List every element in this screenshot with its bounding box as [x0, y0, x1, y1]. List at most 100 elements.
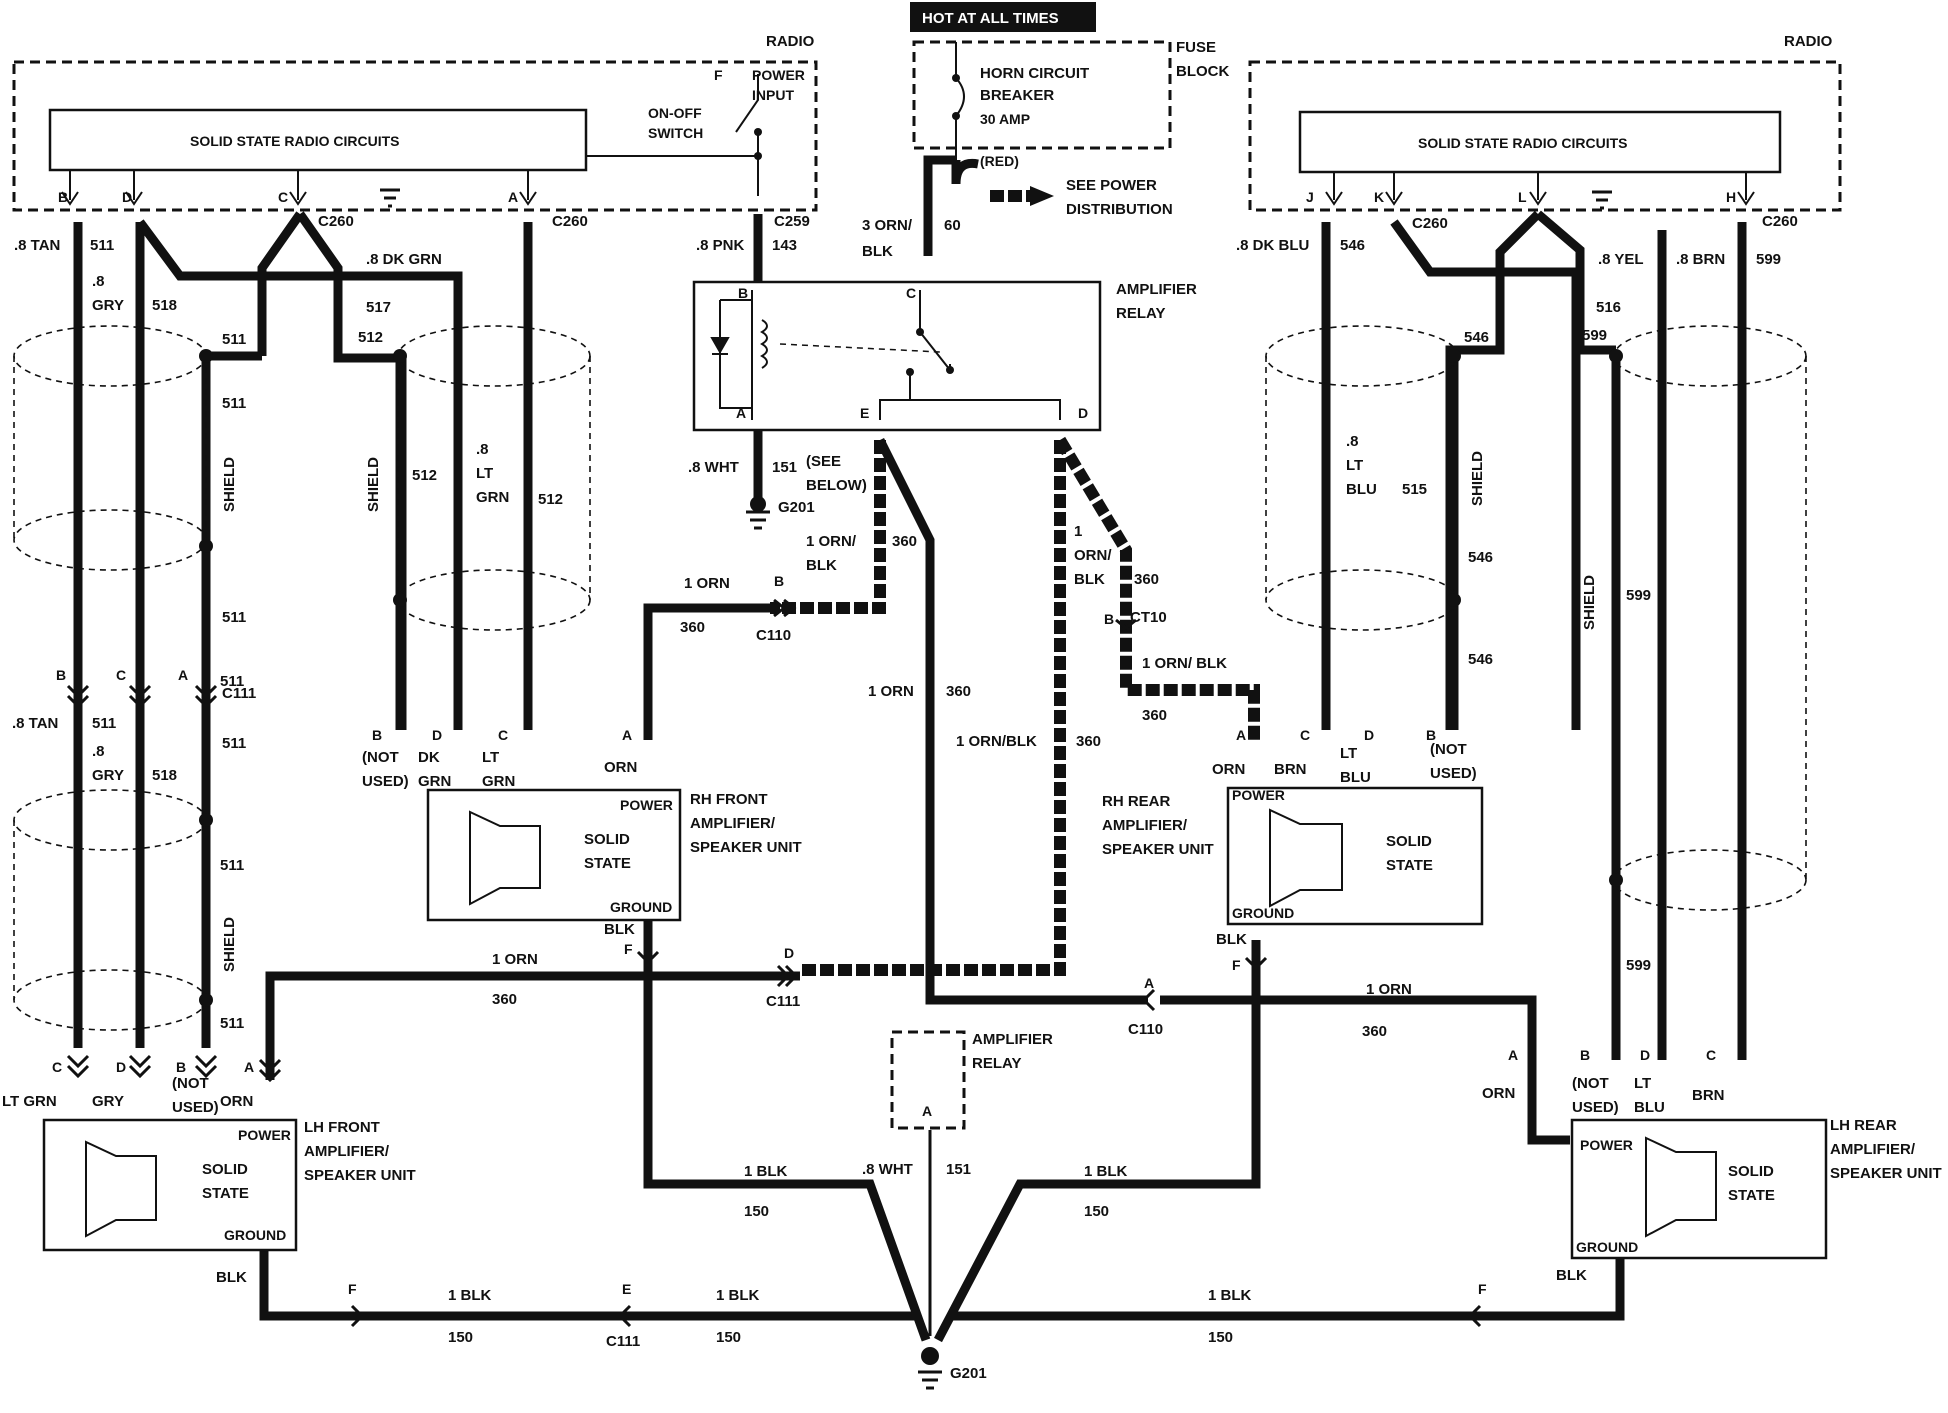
- label-orn1d: 1 ORN: [1366, 981, 1412, 998]
- label-599b: 599: [1582, 327, 1607, 344]
- g201-top-junction: [750, 496, 766, 512]
- pin-arrow-a: [519, 170, 537, 206]
- rh-front-name-2: AMPLIFIER/: [690, 815, 776, 832]
- right-radio-ground-icon: [1592, 190, 1612, 210]
- left-radio-circuits-label: SOLID STATE RADIO CIRCUITS: [190, 133, 399, 149]
- relay-contact-dot: [916, 328, 924, 336]
- label-orn1blk-r2: ORN/: [1074, 547, 1112, 564]
- label-360a: 360: [892, 533, 917, 550]
- connector-chevron: [128, 684, 152, 709]
- pin-d-lhf: D: [116, 1059, 126, 1075]
- amplifier-relay: AMPLIFIER RELAY B C A E D: [692, 280, 1197, 432]
- shield-cylinders: [13, 325, 1807, 1031]
- shield-mid-bottom: [397, 569, 591, 631]
- pin-f-rhf: F: [624, 941, 633, 957]
- amplifier-relay-box: [692, 280, 1102, 432]
- label-see-below-1: (SEE: [806, 453, 841, 470]
- conn-c111-c: C111: [606, 1333, 640, 1350]
- hot-at-all-times-banner: [910, 2, 1096, 32]
- label-orn1a: 1 ORN: [684, 575, 730, 592]
- label-546: 546: [1340, 237, 1365, 254]
- conn-c111-a: C111: [222, 685, 256, 702]
- label-ltblu-lhr-1: LT: [1634, 1075, 1651, 1092]
- left-radio-outline: [12, 60, 818, 212]
- label-ltgrn1: LT GRN: [2, 1093, 57, 1110]
- label-ltgrn-2: GRN: [482, 773, 515, 790]
- pin-a-c111: A: [178, 667, 188, 683]
- wire-150-rh-front-ground: [643, 920, 931, 1342]
- right-connector-c260a: C260: [1412, 215, 1448, 232]
- right-radio-pin-j: J: [1306, 189, 1314, 205]
- shield-right1-top: [1265, 325, 1459, 387]
- label-g201-top: G201: [778, 499, 815, 516]
- lh-front-ground: GROUND: [224, 1227, 286, 1243]
- wires: [73, 155, 1747, 1343]
- pin-arrow-h: [1737, 172, 1755, 206]
- label-gry8b-2: GRY: [92, 767, 124, 784]
- left-radio-pin-a: A: [508, 189, 518, 205]
- label-511: 511: [90, 237, 114, 254]
- label-150a: 150: [744, 1203, 769, 1220]
- label-blk1d: 1 BLK: [716, 1287, 760, 1304]
- connector-chevron: [1244, 956, 1268, 971]
- lh-rear-speaker: POWER GROUND SOLID STATE LH REAR AMPLIFI…: [1570, 1117, 1942, 1260]
- switch-contact: [754, 128, 762, 136]
- rh-front-state-2: STATE: [584, 855, 631, 872]
- rh-rear-name-3: SPEAKER UNIT: [1102, 841, 1214, 858]
- wire-150-lh-front-ground: [259, 1240, 920, 1321]
- label-360c: 360: [946, 683, 971, 700]
- label-dkblu8: .8 DK BLU: [1236, 237, 1309, 254]
- pin-b-rhf: B: [372, 727, 382, 743]
- wire-150-lh-rear-ground: [950, 1250, 1625, 1321]
- power-pin-label: F: [714, 67, 723, 83]
- label-ltblu-lhr-2: BLU: [1634, 1099, 1665, 1116]
- connector-chevron: [66, 684, 90, 709]
- label-360d: 360: [1076, 733, 1101, 750]
- wire-360-ornblk-down: [800, 440, 1066, 976]
- label-360h: 360: [1362, 1023, 1387, 1040]
- wire-517-dkgrn: [136, 219, 463, 730]
- label-gry8-1: .8: [92, 273, 105, 290]
- label-512: 512: [358, 329, 383, 346]
- rh-rear-state-1: SOLID: [1386, 833, 1432, 850]
- label-511i: 511: [92, 715, 116, 732]
- label-dkgrn-2: GRN: [418, 773, 451, 790]
- label-546c: 546: [1468, 549, 1493, 566]
- label-brn-lhr: BRN: [1692, 1087, 1725, 1104]
- label-515: 515: [1402, 481, 1427, 498]
- pin-b-c110: B: [774, 573, 784, 589]
- label-ltblu8-1: .8: [1346, 433, 1359, 450]
- right-radio-circuits-box: [1298, 110, 1782, 174]
- lower-amplifier-relay: AMPLIFIER RELAY A: [890, 1030, 1053, 1130]
- label-599c: 599: [1626, 587, 1651, 604]
- g201-bottom-ground-icon: [918, 1370, 942, 1390]
- pin-d-c111: D: [784, 945, 794, 961]
- label-dkgrn8: .8 DK GRN: [366, 251, 442, 268]
- fuse-block-title-1: FUSE: [1176, 39, 1216, 56]
- onoff-switch-blade: [735, 74, 759, 133]
- label-orn-rhr: ORN: [1212, 761, 1245, 778]
- pin-a-lhr: A: [1508, 1047, 1518, 1063]
- label-blk-rhf: BLK: [604, 921, 635, 938]
- right-radio-pin-l: L: [1518, 189, 1527, 205]
- label-ltgrn-1: LT: [482, 749, 499, 766]
- pin-a-c110: A: [1144, 975, 1154, 991]
- right-radio-outline: [1248, 60, 1842, 212]
- breaker-label-3: 30 AMP: [980, 111, 1030, 127]
- conn-c111-b: C111: [766, 993, 800, 1010]
- label-151b: 151: [946, 1161, 971, 1178]
- left-radio-pin-c: C: [278, 189, 288, 205]
- junction-dots: [199, 349, 1623, 1007]
- label-shield-right1: SHIELD: [1469, 451, 1486, 506]
- wire-360-to-rh-front: [643, 603, 780, 740]
- pin-c-lhf: C: [52, 1059, 62, 1075]
- label-360b: 360: [680, 619, 705, 636]
- label-not-used-rhf-1: (NOT: [362, 749, 399, 766]
- junction-dot: [1447, 593, 1461, 607]
- label-ornblk1: 1 ORN/BLK: [956, 733, 1037, 750]
- junction-dot: [199, 539, 213, 553]
- shield-right1-bottom: [1265, 569, 1459, 631]
- fuse-block: FUSE BLOCK HORN CIRCUIT BREAKER 30 AMP (…: [912, 39, 1229, 218]
- relay-contact-dot2: [906, 368, 914, 376]
- rh-rear-speaker: POWER GROUND SOLID STATE RH REAR AMPLIFI…: [1102, 786, 1484, 926]
